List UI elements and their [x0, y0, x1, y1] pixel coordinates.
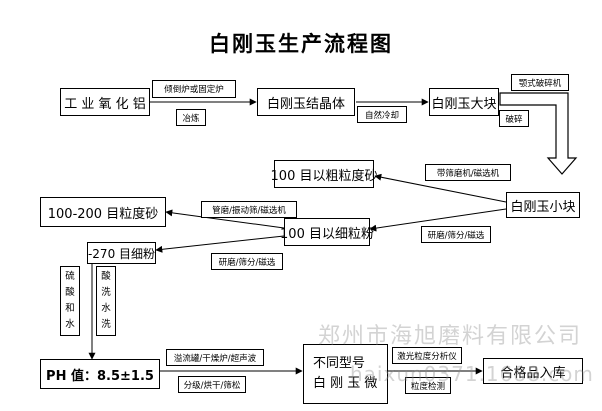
- label-furnace: 倾倒炉或固定炉: [152, 80, 236, 98]
- label-acid-wash: 酸 洗 水 洗: [96, 266, 116, 336]
- label-crushing: 破碎: [499, 110, 529, 127]
- node-small-block: 白刚玉小块: [506, 192, 580, 218]
- node-industrial-alumina: 工 业 氧 化 铝: [60, 88, 150, 116]
- node-coarse-grit: 100 目以粗粒度砂: [271, 160, 377, 188]
- label-jaw-crusher: 颚式破碎机: [511, 74, 569, 91]
- sulfuric-char-1: 硫: [65, 271, 75, 282]
- micro-powder-line2: 白 刚 玉 微: [313, 376, 378, 391]
- node-ph-value: PH 值：8.5±1.5: [40, 359, 160, 389]
- label-natural-cooling: 自然冷却: [357, 106, 407, 123]
- acid-wash-char-2: 洗: [101, 287, 111, 298]
- label-smelting: 冶炼: [176, 109, 206, 126]
- node-white-corundum-crystal: 白刚玉结晶体: [257, 88, 355, 116]
- arrow-small-to-coarse: [374, 173, 507, 203]
- node-micro-powder: 不同型号 白 刚 玉 微: [303, 344, 388, 404]
- sulfuric-char-4: 水: [65, 319, 75, 330]
- arrow-fine-to-grit: [165, 209, 285, 229]
- micro-powder-line1: 不同型号: [313, 356, 366, 371]
- arrow-small-to-fine: [369, 208, 507, 232]
- diagram-title: 白刚玉生产流程图: [209, 32, 393, 56]
- node-qualified-storage: 合格品入库: [483, 358, 583, 384]
- node-fine-powder: 100 目以细粒粉: [280, 218, 374, 246]
- label-grind-screen-b: 研磨/筛分/磁选: [211, 253, 283, 270]
- acid-wash-char-1: 酸: [101, 271, 111, 282]
- sulfuric-char-3: 和: [65, 303, 75, 314]
- label-size-check: 粒度检测: [405, 377, 451, 394]
- label-overflow-dryer: 溢流罐/干燥炉/超声波: [166, 349, 264, 366]
- arrow-fine-to-270: [155, 235, 285, 253]
- node-grit-100-200: 100-200 目粒度砂: [40, 197, 166, 227]
- sulfuric-char-2: 酸: [65, 287, 75, 298]
- label-sulfuric-acid-water: 硫 酸 和 水: [60, 266, 80, 336]
- node-fine-270: -270 目细粉: [87, 242, 156, 264]
- label-belt-mill: 带筛磨机/磁选机: [425, 164, 511, 181]
- label-classify-dry: 分级/烘干/筛松: [178, 376, 246, 393]
- label-grind-screen-a: 研磨/筛分/磁选: [421, 226, 491, 243]
- arrow-large-to-small: [499, 92, 578, 175]
- acid-wash-char-4: 洗: [101, 319, 111, 330]
- label-mill-screen-separator: 管磨/振动筛/磁选机: [201, 201, 297, 218]
- acid-wash-char-3: 水: [101, 303, 111, 314]
- node-large-block: 白刚玉大块: [429, 88, 499, 116]
- label-laser-analyzer: 激光粒度分析仪: [392, 347, 462, 364]
